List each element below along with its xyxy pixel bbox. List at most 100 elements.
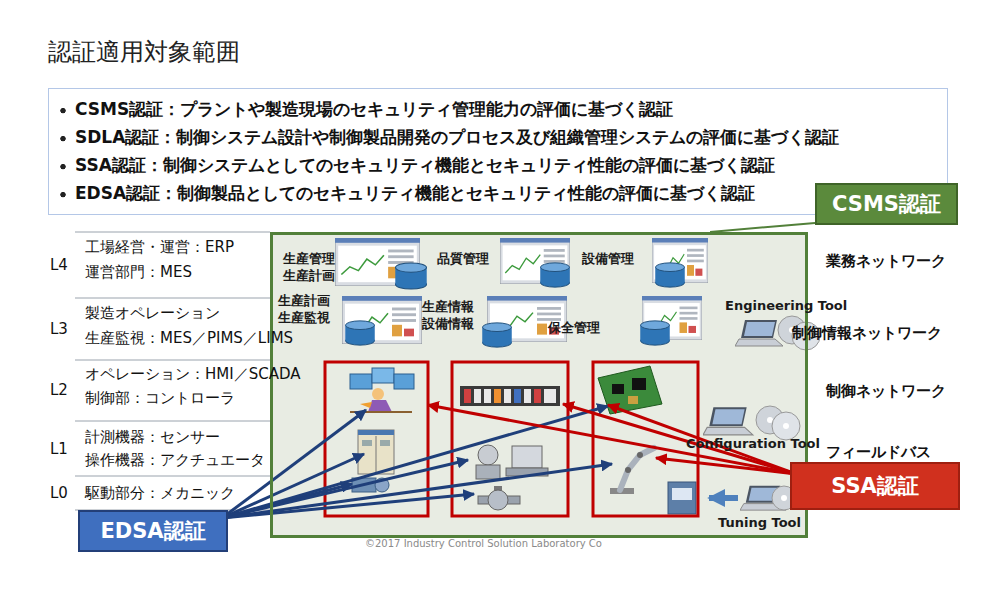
configuration-tool-icon (783, 423, 789, 429)
plc-rack-icon (464, 389, 471, 403)
plc-rack-icon (474, 389, 481, 403)
tag-text: SSA認証 (831, 472, 919, 500)
database-icon (346, 263, 685, 347)
control-cabinet-icon (358, 430, 394, 435)
layer-description: 操作機器：アクチュエータ (85, 451, 265, 470)
database-icon (541, 263, 570, 287)
edsa-leader-arrow (222, 406, 608, 518)
network-name: フィールドバス (826, 443, 931, 462)
tuning-tool-icon (709, 486, 796, 510)
layer-level: L3 (50, 320, 68, 338)
hmi-operator-icon (372, 388, 384, 400)
hmi-operator-icon (372, 368, 394, 383)
control-cabinet-icon (362, 440, 372, 446)
hmi-operator-icon (360, 402, 372, 408)
layer-level: L2 (50, 381, 68, 399)
controller-icon (668, 482, 696, 514)
layer-divider (75, 298, 270, 299)
layer-description: 製造オペレーション (85, 304, 220, 323)
control-cabinet-icon (376, 436, 377, 474)
ssa-scope-box (452, 362, 568, 516)
layer-description: 工場経営・運営：ERP (85, 238, 234, 257)
definition-line: EDSA認証：制御製品としてのセキュリティ機能とセキュリティ性能の評価に基づく認… (57, 182, 947, 205)
configuration-tool-icon (703, 406, 800, 440)
network-name: 制御ネットワーク (826, 382, 946, 401)
edsa-leader-arrow (222, 464, 612, 518)
ssa-leader-arrow (656, 458, 796, 474)
definition-box: CSMS認証：プラントや製造現場のセキュリティ管理能力の評価に基づく認証 SDLA… (48, 88, 948, 215)
system-label: 品質管理 (437, 251, 489, 268)
controller-icon (672, 488, 692, 500)
hmi-operator-icon (350, 374, 372, 389)
plc-rack-icon (504, 389, 511, 403)
valve-icon (512, 446, 542, 468)
layer-description: 生産監視：MES／PIMS／LIMS (85, 329, 293, 348)
tuning-tool-icon (781, 495, 787, 501)
hmi-operator-icon (350, 411, 412, 413)
ssa-tag: SSA認証 (790, 462, 960, 510)
circuit-board-icon (632, 378, 646, 390)
ssa-scope-box (325, 362, 698, 516)
plc-rack-icon (484, 389, 491, 403)
tag-text: EDSA認証 (100, 517, 205, 545)
layer-divider (75, 421, 270, 422)
robot-arm-icon (637, 452, 643, 458)
database-icon (396, 263, 427, 289)
system-label: 生産計画 生産監視 (278, 293, 340, 327)
copyright-note: ©2017 Industry Control Solution Laborato… (365, 538, 602, 549)
circuit-board-icon (612, 384, 624, 394)
layer-description: オペレーション：HMI／SCADA (85, 365, 300, 384)
layer-divider (75, 360, 270, 361)
csms-scope-box: 生産管理 生産計画品質管理設備管理生産計画 生産監視生産情報 設備情報保全管理E… (270, 232, 808, 538)
valve-icon (478, 445, 498, 465)
definition-line: SDLA認証：制御システム設計や制御製品開発のプロセス及び組織管理システムの評価… (57, 126, 947, 149)
controller-icon (668, 482, 696, 514)
robot-arm-icon (620, 448, 654, 490)
system-label: 生産情報 設備情報 (422, 299, 484, 333)
csms-tag: CSMS認証 (815, 183, 958, 225)
layer-level: L1 (50, 440, 68, 458)
layer-description: 駆動部分：メカニック (85, 484, 235, 503)
system-label: Tuning Tool (718, 515, 801, 532)
tag-text: CSMS認証 (832, 190, 941, 218)
connector-line (710, 223, 815, 232)
database-icon (483, 323, 512, 347)
plc-rack-icon (544, 389, 556, 403)
layer-divider (75, 232, 270, 233)
system-label: 設備管理 (582, 251, 634, 268)
control-cabinet-icon (358, 430, 394, 474)
configuration-tool-icon (772, 412, 800, 440)
hmi-operator-icon (368, 400, 392, 412)
plc-rack-icon (460, 386, 560, 406)
plc-rack-icon (494, 389, 501, 403)
database-icon (656, 263, 685, 287)
network-name: 業務ネットワーク (826, 252, 946, 271)
engineering-tool-icon (735, 320, 783, 346)
layer-description: 制御部：コントローラ (85, 389, 235, 408)
plc-rack-icon (460, 386, 560, 406)
definition-line: CSMS認証：プラントや製造現場のセキュリティ管理能力の評価に基づく認証 (57, 98, 947, 121)
circuit-board-icon (628, 396, 638, 404)
diagram-title: 認証適用対象範囲 (48, 36, 240, 68)
scope-fill (270, 232, 808, 538)
edsa-tag: EDSA認証 (78, 510, 228, 552)
plc-rack-icon (514, 389, 521, 403)
system-label: Configuration Tool (686, 436, 820, 453)
network-name: 制御情報ネットワーク (792, 324, 942, 343)
configuration-tool-icon (703, 407, 753, 435)
plc-rack-icon (534, 389, 541, 403)
layer-description: 運営部門：MES (85, 263, 192, 282)
plc-rack-icon (524, 389, 531, 403)
hmi-operator-icon (394, 374, 414, 389)
robot-arm-icon (625, 467, 631, 473)
control-cabinet-icon (380, 440, 390, 446)
valve-icon (488, 490, 508, 510)
layer-level: L0 (50, 484, 68, 502)
layer-description: 計測機器：センサー (85, 428, 220, 447)
layer-level: L4 (50, 256, 68, 274)
valve-icon (476, 465, 500, 479)
system-label: 生産管理 生産計画 (283, 251, 345, 285)
